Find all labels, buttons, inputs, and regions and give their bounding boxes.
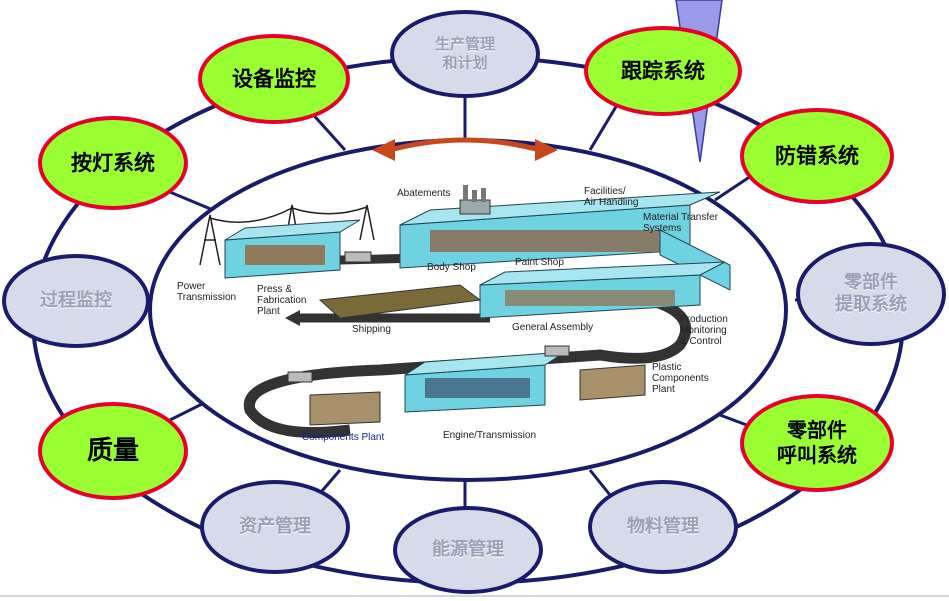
label-press-fabrication: Press & Fabrication Plant	[257, 284, 307, 317]
label-power-transmission: Power Transmission	[177, 281, 237, 303]
node-energy-management: 能源管理	[393, 506, 543, 594]
node-production-planning: 生产管理 和计划	[390, 10, 540, 98]
node-equipment-monitoring: 设备监控	[198, 34, 350, 124]
label-general-assembly: General Assembly	[512, 322, 594, 333]
label-facilities: Facilities/ Air Handling	[584, 186, 639, 208]
label-plastic-components: Plastic Components Plant	[652, 362, 709, 395]
node-error-proofing: 防错系统	[740, 108, 894, 204]
label-abatements: Abatements	[397, 188, 451, 199]
node-tracking: 跟踪系统	[584, 26, 742, 116]
label-engine-transmission: Engine/Transmission	[443, 430, 537, 441]
node-material-management: 物料管理	[588, 480, 738, 574]
node-andon: 按灯系统	[38, 116, 188, 210]
label-body-shop: Body Shop	[427, 262, 476, 273]
node-process-monitoring: 过程监控	[2, 254, 150, 348]
node-quality: 质量	[38, 402, 188, 500]
plant-illustration	[199, 185, 731, 438]
node-parts-call: 零部件 呼叫系统	[740, 394, 894, 492]
label-shipping: Shipping	[352, 324, 391, 335]
label-production-monitoring: Production Monitoring & Control	[680, 314, 728, 347]
node-parts-retrieval: 零部件 提取系统	[796, 242, 946, 346]
node-asset-management: 资产管理	[200, 480, 350, 574]
label-paint-shop: Paint Shop	[515, 257, 564, 268]
label-components-plant: Components Plant	[302, 432, 385, 443]
label-material-transfer: Material Transfer Systems	[643, 212, 719, 234]
double-arrow	[372, 137, 558, 161]
bottom-divider	[0, 595, 949, 597]
